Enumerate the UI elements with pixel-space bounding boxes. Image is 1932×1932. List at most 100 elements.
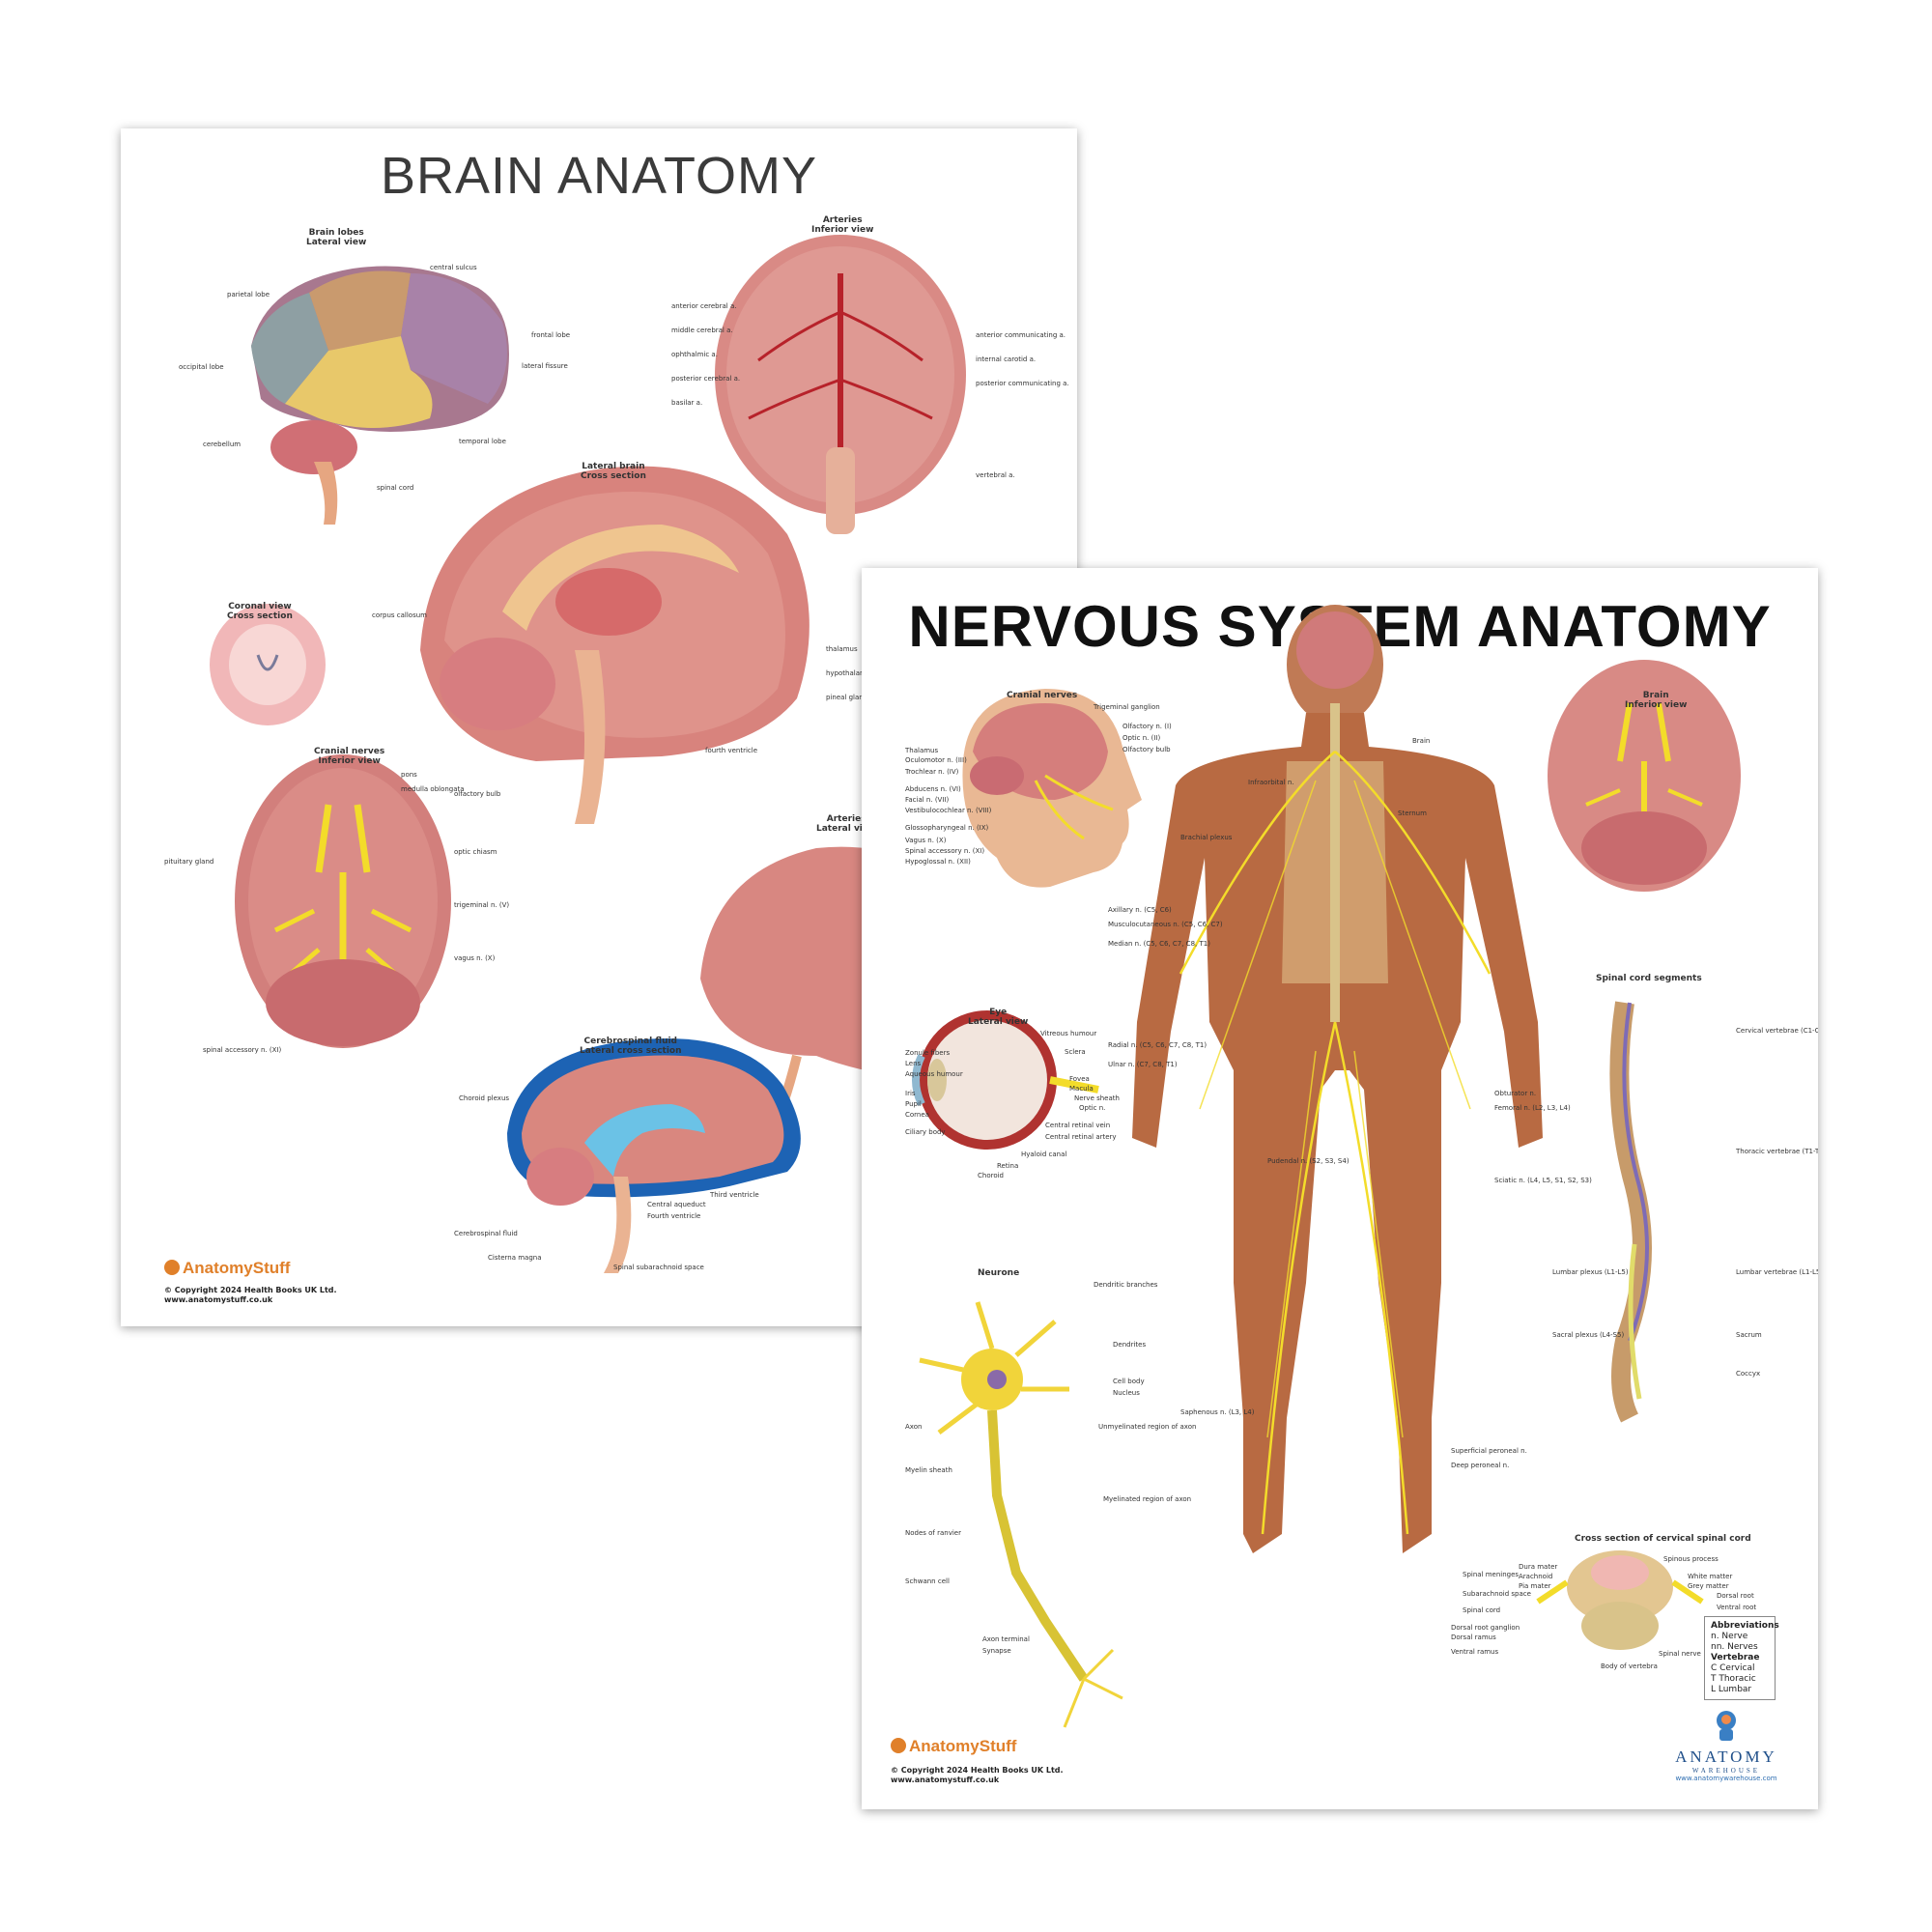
label-optic: Optic n. (II) xyxy=(1122,734,1161,742)
brain-lobes-illustration xyxy=(251,266,509,525)
warehouse-url: www.anatomywarehouse.com xyxy=(1675,1775,1777,1782)
label-central-sulcus: central sulcus xyxy=(430,264,477,271)
csf-illustration xyxy=(507,1038,801,1273)
abbr-item: C Cervical xyxy=(1711,1663,1755,1673)
label-dorsal-ramus: Dorsal ramus xyxy=(1451,1634,1496,1641)
label-grey-matter: Grey matter xyxy=(1688,1582,1729,1590)
label-aqueous-humour: Aqueous humour xyxy=(905,1070,963,1078)
label-lumbar-plexus: Lumbar plexus (L1-L5) xyxy=(1552,1268,1629,1276)
label-abducens: Abducens n. (VI) xyxy=(905,785,961,793)
label-dorsal-root: Dorsal root xyxy=(1717,1592,1754,1600)
label-brachial-plexus: Brachial plexus xyxy=(1180,834,1233,841)
warehouse-name: ANATOMY xyxy=(1675,1747,1777,1766)
lateral-brain-illustration xyxy=(420,466,810,824)
section-cross-section: Cross section of cervical spinal cord xyxy=(1575,1534,1751,1544)
label-middle-cerebral: middle cerebral a. xyxy=(671,327,733,334)
label-iris: Iris xyxy=(905,1090,916,1097)
label-sacrum: Sacrum xyxy=(1736,1331,1762,1339)
label-facial: Facial n. (VII) xyxy=(905,796,950,804)
label-medulla-oblongata: medulla oblongata xyxy=(401,785,465,793)
abbreviations-heading: Abbreviations xyxy=(1711,1621,1779,1631)
logo-text: AnatomyStuff xyxy=(909,1737,1017,1755)
label-fourth-ventricle: fourth ventricle xyxy=(705,747,758,754)
copyright: © Copyright 2024 Health Books UK Ltd. ww… xyxy=(164,1286,337,1305)
copyright: © Copyright 2024 Health Books UK Ltd. ww… xyxy=(891,1766,1064,1785)
label-pituitary: pituitary gland xyxy=(164,858,214,866)
section-spinal-segments: Spinal cord segments xyxy=(1596,974,1702,983)
nervous-illustrations xyxy=(912,605,1741,1728)
label-pupil: Pupil xyxy=(905,1100,922,1108)
abbreviations-box: Abbreviations n. Nerve nn. Nerves Verteb… xyxy=(1704,1616,1779,1700)
label-thalamus: thalamus xyxy=(826,645,858,653)
label-schwann-cell: Schwann cell xyxy=(905,1577,950,1585)
label-parietal-lobe: parietal lobe xyxy=(227,291,270,298)
copyright-text: © Copyright 2024 Health Books UK Ltd. xyxy=(891,1766,1064,1775)
label-saphenous: Saphenous n. (L3, L4) xyxy=(1180,1408,1255,1416)
label-dendritic-branches: Dendritic branches xyxy=(1094,1281,1158,1289)
label-spinal-accessory: Spinal accessory n. (XI) xyxy=(905,847,985,855)
label-subarachnoid-space: Subarachnoid space xyxy=(1463,1590,1531,1598)
logo-text: AnatomyStuff xyxy=(183,1259,291,1277)
label-optic-n: Optic n. xyxy=(1079,1104,1106,1112)
label-internal-carotid: internal carotid a. xyxy=(976,355,1037,363)
label-trochlear: Trochlear n. (IV) xyxy=(905,768,959,776)
label-femoral: Femoral n. (L2, L3, L4) xyxy=(1494,1104,1571,1112)
label-sclera: Sclera xyxy=(1065,1048,1086,1056)
label-glossopharyngeal: Glossopharyngeal n. (IX) xyxy=(905,824,989,832)
label-basilar: basilar a. xyxy=(671,399,703,407)
label-trigeminal: trigeminal n. (V) xyxy=(454,901,510,909)
anatomystuff-logo: AnatomyStuff xyxy=(164,1259,290,1278)
label-cisterna-magna: Cisterna magna xyxy=(488,1254,542,1262)
label-myelin-sheath: Myelin sheath xyxy=(905,1466,952,1474)
label-optic-chiasm: optic chiasm xyxy=(454,848,497,856)
label-central-aqueduct: Central aqueduct xyxy=(647,1201,706,1208)
label-vertebral: vertebral a. xyxy=(976,471,1015,479)
label-central-retinal-vein: Central retinal vein xyxy=(1045,1122,1111,1129)
label-sciatic: Sciatic n. (L4, L5, S1, S2, S3) xyxy=(1494,1177,1592,1184)
label-dendrites: Dendrites xyxy=(1113,1341,1147,1349)
copyright-text: © Copyright 2024 Health Books UK Ltd. xyxy=(164,1286,337,1294)
label-synapse: Synapse xyxy=(982,1647,1011,1655)
label-fourth-ventricle-csf: Fourth ventricle xyxy=(647,1212,701,1220)
label-white-matter: White matter xyxy=(1688,1573,1733,1580)
label-anterior-communicating: anterior communicating a. xyxy=(976,331,1066,339)
label-choroid-plexus: Choroid plexus xyxy=(459,1094,510,1102)
abbr-item: T Thoracic xyxy=(1711,1674,1756,1684)
label-sternum: Sternum xyxy=(1398,810,1427,817)
head-illustration xyxy=(962,689,1142,888)
label-radial: Radial n. (C5, C6, C7, C8, T1) xyxy=(1108,1041,1208,1049)
brain-poster-title: BRAIN ANATOMY xyxy=(380,147,818,205)
label-pineal-gland: pineal gland xyxy=(826,694,868,701)
section-neurone: Neurone xyxy=(978,1268,1020,1278)
coronal-illustration xyxy=(210,604,326,725)
label-ventral-ramus: Ventral ramus xyxy=(1451,1648,1499,1656)
label-coccyx: Coccyx xyxy=(1736,1370,1761,1378)
label-spinal-nerve: Spinal nerve xyxy=(1659,1650,1701,1658)
label-zonule-fibers: Zonule fibers xyxy=(905,1049,951,1057)
label-ulnar: Ulnar n. (C7, C8, T1) xyxy=(1108,1061,1178,1068)
label-occipital-lobe: occipital lobe xyxy=(179,363,224,371)
label-thoracic-vertebrae: Thoracic vertebrae (T1-T12) xyxy=(1736,1148,1818,1155)
anatomy-warehouse-logo: ANATOMY WAREHOUSE www.anatomywarehouse.c… xyxy=(1668,1708,1784,1782)
label-posterior-cerebral: posterior cerebral a. xyxy=(671,375,741,383)
label-olfactory-bulb: Olfactory bulb xyxy=(1122,746,1171,753)
label-dura-mater: Dura mater xyxy=(1519,1563,1558,1571)
label-hypoglossal: Hypoglossal n. (XII) xyxy=(905,858,971,866)
label-pudendal: Pudendal n. (S2, S3, S4) xyxy=(1267,1157,1350,1165)
label-nerve-sheath: Nerve sheath xyxy=(1074,1094,1120,1102)
warehouse-sub: WAREHOUSE xyxy=(1691,1767,1761,1775)
label-cornea: Cornea xyxy=(905,1111,929,1119)
label-lens: Lens xyxy=(905,1060,922,1067)
label-deep-peroneal: Deep peroneal n. xyxy=(1451,1462,1510,1469)
label-nodes-ranvier: Nodes of ranvier xyxy=(905,1529,961,1537)
label-temporal-lobe: temporal lobe xyxy=(459,438,506,445)
nervous-system-poster: NERVOUS SYSTEM ANATOMY xyxy=(862,568,1818,1809)
label-myelinated: Myelinated region of axon xyxy=(1103,1495,1192,1503)
label-unmyelinated: Unmyelinated region of axon xyxy=(1098,1423,1197,1431)
